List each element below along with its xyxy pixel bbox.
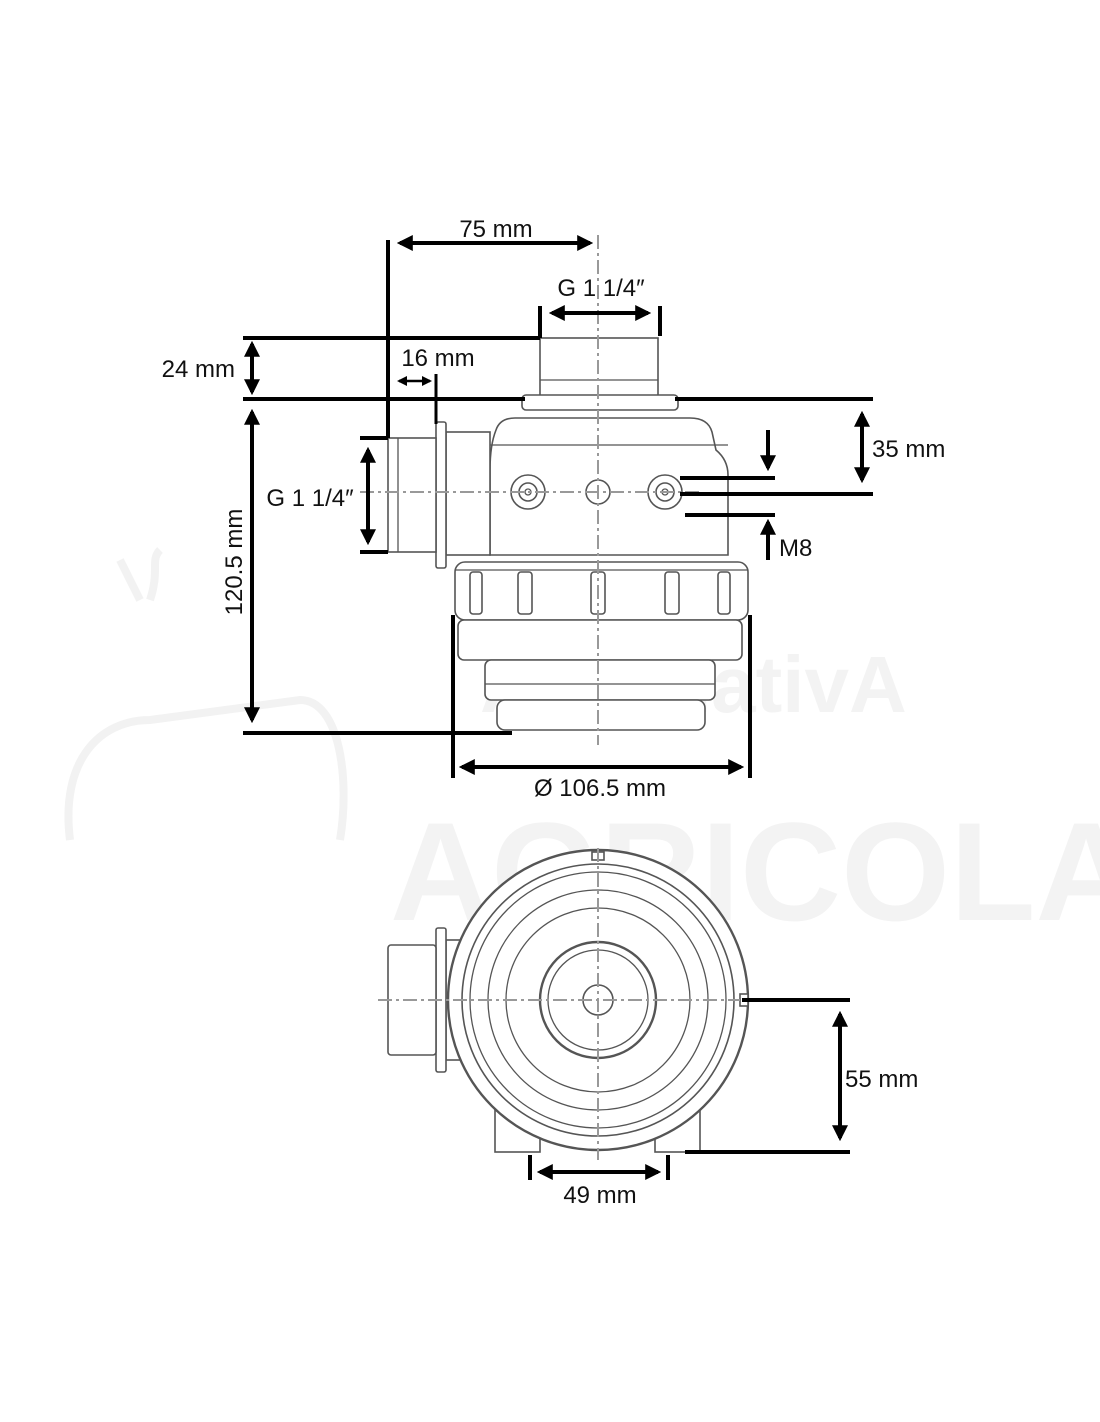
plan-view: 55 mm 49 mm xyxy=(378,848,918,1209)
filter-body xyxy=(387,337,749,731)
dim-label-side-thread: G 1 1/4″ xyxy=(266,485,354,512)
tractor-logo xyxy=(64,547,348,841)
dim-label-120mm: 120.5 mm xyxy=(221,509,248,616)
dim-label-49mm: 49 mm xyxy=(563,1182,636,1209)
side-view: 75 mm G 1 1/4″ 24 mm 16 mm G 1 1/4″ 120.… xyxy=(162,216,946,802)
dim-label-top-thread: G 1 1/4″ xyxy=(557,275,645,302)
dim-label-m8: M8 xyxy=(779,535,812,562)
dim-label-35mm: 35 mm xyxy=(872,436,945,463)
dim-label-16mm: 16 mm xyxy=(401,345,474,372)
dim-label-75mm: 75 mm xyxy=(459,216,532,243)
dim-label-diameter: Ø 106.5 mm xyxy=(534,775,666,802)
dim-label-24mm: 24 mm xyxy=(162,356,235,383)
dim-label-55mm: 55 mm xyxy=(845,1066,918,1093)
